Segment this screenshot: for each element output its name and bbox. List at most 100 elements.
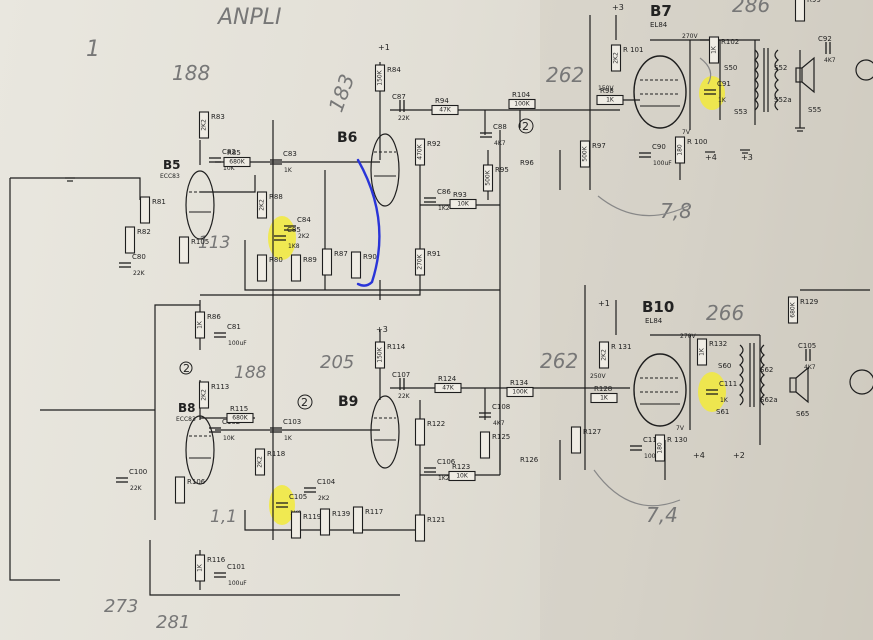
component-c105b-value: 4K7 — [804, 364, 816, 371]
component-r82: R82 — [124, 226, 151, 254]
voltage-v1: 270V — [682, 33, 698, 40]
component-c92-value: 4K7 — [824, 57, 836, 64]
note-286: 286 — [732, 0, 770, 17]
component-r99-ref: R99 — [807, 0, 821, 4]
tube-b8-label: B8 — [178, 401, 196, 415]
voltage-v3: 7V — [682, 129, 691, 136]
component-s62a: S62a — [760, 396, 778, 404]
component-r115-ref: R115 — [230, 405, 248, 413]
component-r91-value: 270K — [417, 253, 424, 269]
component-r121-ref: R121 — [427, 516, 445, 524]
component-c91-value: 1K — [718, 97, 727, 104]
component-c110-ref: C110 — [643, 436, 661, 444]
component-s52-ref: S52 — [774, 64, 787, 72]
component-r123-value: 10K — [456, 473, 469, 480]
component-c104-value: 2K2 — [318, 495, 330, 502]
component-s60: S60 — [718, 362, 731, 370]
component-c87-value: 22K — [398, 115, 411, 122]
tube-b5-type: ECC83 — [160, 173, 180, 180]
tube-b10: B10 EL84 — [633, 298, 687, 427]
note-273: 273 — [104, 596, 138, 617]
note-183: 183 — [324, 71, 360, 115]
component-r102-value: 1K — [711, 45, 718, 54]
tube-b5: B5 ECC83 — [160, 158, 215, 240]
component-r96: R96 — [520, 159, 534, 167]
note-188-top: 188 — [172, 61, 210, 85]
component-s52a-ref: S52a — [774, 96, 792, 104]
component-r139: R139 — [319, 508, 350, 536]
component-s52: S52 — [774, 64, 787, 72]
component-s62-ref: S62 — [760, 366, 773, 374]
component-r80: R80 — [256, 254, 283, 282]
component-r116-value: 1K — [197, 563, 204, 572]
component-r106-ref: R106 — [187, 478, 206, 486]
component-r123-ref: R123 — [452, 463, 470, 471]
component-r126-ref: R126 — [520, 456, 539, 464]
component-c81-ref: C81 — [227, 323, 241, 331]
supply-t7: +4 — [693, 451, 705, 460]
component-c86-ref: C86 — [437, 188, 451, 196]
pencil-annotations: ANPLI 183 188 113 262 7,8 286 205 188 1,… — [86, 0, 770, 633]
component-r122-ref: R122 — [427, 420, 445, 428]
component-c81-value: 100uF — [228, 340, 247, 347]
voltage-v2: 150V — [598, 85, 614, 92]
component-r84-ref: R84 — [387, 66, 401, 74]
component-r90: R90 — [350, 251, 377, 279]
component-r98-value: 1K — [606, 97, 615, 104]
note-7-4: 7,4 — [646, 503, 678, 527]
supply-t5: +1 — [598, 299, 610, 308]
component-c84-value: 2K2 — [298, 233, 310, 240]
component-r130-ref: R 130 — [667, 436, 687, 444]
component-r131-ref: R 131 — [611, 343, 631, 351]
component-c92: 4K7 C92 — [818, 35, 836, 64]
note-262-bottom: 262 — [540, 349, 578, 373]
component-c106-ref: C106 — [437, 458, 456, 466]
component-r106: R106 — [174, 476, 206, 504]
note-262-top: 262 — [546, 63, 584, 87]
component-r123: 10K R123 — [448, 463, 476, 482]
component-c111-ref: C111 — [719, 380, 737, 388]
component-r84-value: 150K — [377, 69, 384, 85]
component-s55-ref: S55 — [808, 106, 821, 114]
component-r113-ref: R113 — [211, 383, 229, 391]
component-r96-ref: R96 — [520, 159, 534, 167]
component-r83-value: 2K2 — [201, 119, 208, 131]
supply-t1: +1 — [378, 43, 390, 52]
component-c92-ref: C92 — [818, 35, 832, 43]
component-r88-ref: R88 — [269, 193, 283, 201]
component-s65: S65 — [796, 410, 809, 418]
circle-mark-3: 2 — [183, 362, 190, 375]
component-r86-ref: R86 — [207, 313, 221, 321]
component-r85-value: 680K — [229, 159, 245, 166]
component-c103-value: 1K — [284, 435, 293, 442]
voltage-v5: 250V — [590, 373, 606, 380]
tube-b7-type: EL84 — [650, 21, 668, 29]
component-r81-ref: R81 — [152, 198, 166, 206]
component-c100-value: 22K — [130, 485, 143, 492]
circle-mark-1: 2 — [522, 120, 529, 133]
component-r124-ref: R124 — [438, 375, 457, 383]
component-r89: R89 — [290, 254, 317, 282]
component-c102-value: 10K — [223, 435, 236, 442]
component-c90-value: 100uF — [653, 160, 672, 167]
component-c81: 100uF C81 — [214, 323, 247, 347]
jack-lower — [849, 369, 873, 395]
